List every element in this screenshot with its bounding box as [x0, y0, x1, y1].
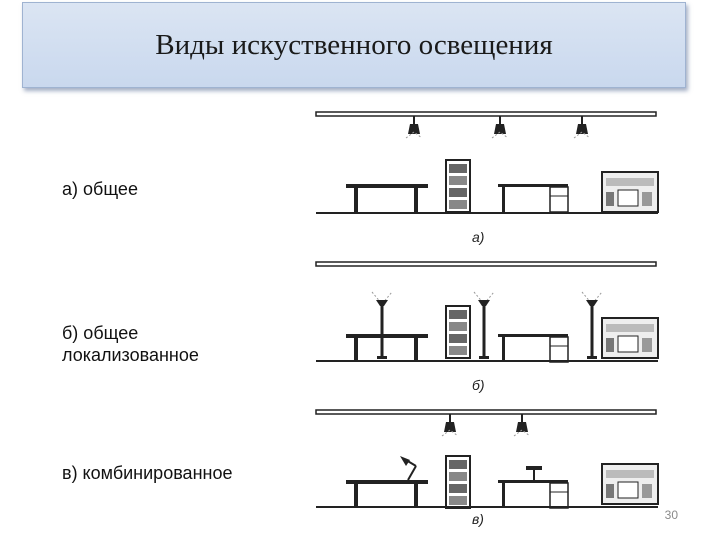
caption-a: а) — [472, 229, 484, 245]
desk-icon — [346, 480, 428, 508]
ceiling-lamp-icon — [405, 115, 423, 139]
cabinet-icon — [445, 305, 471, 359]
desk-icon — [497, 479, 569, 509]
floor-c — [316, 506, 658, 508]
ceiling-lamp-icon — [441, 413, 459, 437]
lighting-illustration: а) б) в) — [315, 111, 659, 527]
floor-b — [316, 360, 658, 362]
panel-general-localized: б) — [315, 261, 659, 393]
desk-icon — [497, 333, 569, 363]
title-banner: Виды искуственного освещения — [22, 2, 686, 88]
machine-icon — [601, 463, 659, 505]
cabinet-icon — [445, 455, 471, 509]
desk-lamp-icon — [526, 466, 542, 480]
ceiling-lamp-icon — [573, 115, 591, 139]
desk-lamp-icon — [400, 456, 417, 481]
caption-c: в) — [472, 511, 484, 527]
panel-general: а) — [315, 111, 659, 245]
machine-icon — [601, 171, 659, 213]
cabinet-icon — [445, 159, 471, 213]
floor-a — [316, 212, 658, 214]
ceiling-a — [315, 111, 657, 117]
slide-number: 30 — [664, 508, 678, 522]
ceiling-lamp-icon — [513, 413, 531, 437]
slide-title: Виды искуственного освещения — [155, 28, 553, 61]
desk-icon — [497, 183, 569, 213]
floor-lamp-icon — [473, 291, 495, 360]
ceiling-c — [315, 409, 657, 415]
machine-icon — [601, 317, 659, 359]
label-combined: в) комбинированное — [62, 463, 233, 483]
label-general: а) общее — [62, 179, 138, 199]
desk-icon — [346, 184, 428, 212]
label-general-localized: б) общее локализованное — [62, 323, 199, 365]
ceiling-lamp-icon — [491, 115, 509, 139]
floor-lamp-icon — [581, 291, 603, 360]
caption-b: б) — [472, 377, 485, 393]
ceiling-b — [315, 261, 657, 267]
panel-combined: в) — [315, 409, 659, 527]
floor-lamp-icon — [371, 291, 393, 360]
